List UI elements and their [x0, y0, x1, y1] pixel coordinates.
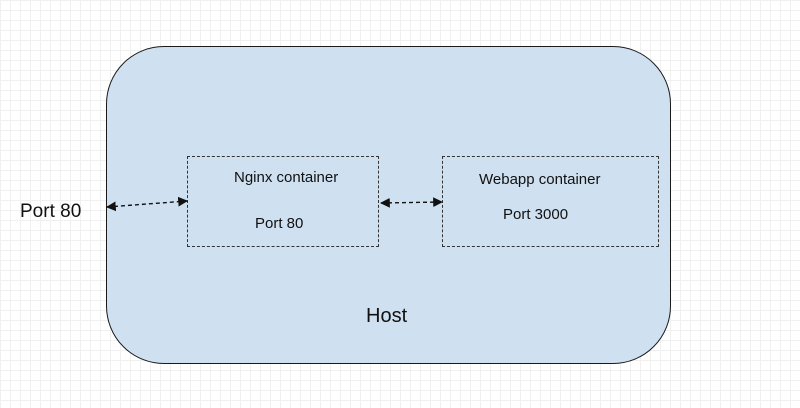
external-port-label: Port 80	[20, 201, 82, 222]
webapp-container-box	[442, 156, 659, 247]
webapp-container-title: Webapp container	[479, 171, 601, 188]
webapp-port-label: Port 3000	[503, 206, 569, 223]
nginx-port-label: Port 80	[255, 215, 304, 232]
nginx-container-title: Nginx container	[234, 169, 339, 186]
host-label: Host	[366, 305, 408, 327]
